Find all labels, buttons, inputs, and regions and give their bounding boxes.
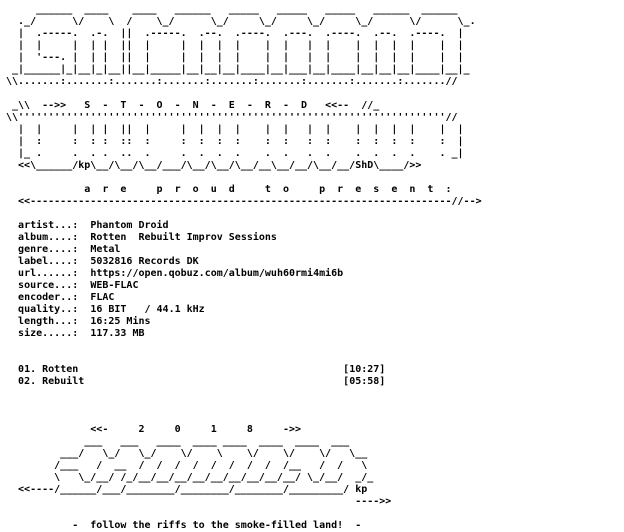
info-key: source...: — [18, 280, 79, 291]
track-duration: [10:27] — [343, 364, 386, 375]
info-row-label: label....: 5032816 Records DK — [6, 256, 482, 268]
info-key: album....: — [18, 232, 79, 243]
track-row: 01. Rotten [10:27] — [6, 364, 482, 376]
info-row-album: album....: Rotten Rebuilt Improv Session… — [6, 232, 482, 244]
info-row-source: source...: WEB-FLAC — [6, 280, 482, 292]
blank-line — [6, 172, 482, 184]
header-art-line: <<\______/kp\__/\__/\__/___/\__/\__/\__/… — [6, 160, 422, 171]
header-art-line: | .-----. .-. || .-----. .--. .----. .--… — [6, 28, 464, 39]
blank-line — [6, 508, 482, 520]
footer-art-line: <<----/______/___/________/________/____… — [6, 484, 368, 495]
info-value: Metal — [90, 244, 121, 255]
info-row-artist: artist...: Phantom Droid — [6, 220, 482, 232]
info-key: label....: — [18, 256, 79, 267]
header-art-line: ._/ \/ \ / \_/ \_/ \_/ \_/ \_/ \/ \_. — [6, 16, 476, 27]
tagline: - follow the riffs to the smoke-filled l… — [6, 520, 362, 531]
info-value: 16 BIT / 44.1 kHz — [90, 304, 205, 315]
nfo-text: ______ ____ ____ ______ _____ _____ ____… — [6, 4, 482, 532]
info-value: Phantom Droid — [90, 220, 169, 231]
track-row: 02. Rebuilt [05:58] — [6, 376, 482, 388]
header-art-line: | '---. | | | || | | | | | | | | | | | |… — [6, 52, 464, 63]
header-art-line — [6, 88, 482, 100]
blank-line — [6, 412, 482, 424]
footer-art-line: /___ / __ / / / / / / / / /__ / / \ — [6, 460, 368, 471]
info-row-url: url......: https://open.qobuz.com/album/… — [6, 268, 482, 280]
info-row-length: length...: 16:25 Mins — [6, 316, 482, 328]
info-key: quality..: — [18, 304, 79, 315]
info-key: encoder..: — [18, 292, 79, 303]
blank-line — [6, 352, 482, 364]
info-value: FLAC — [90, 292, 115, 303]
footer-art-line: ___/ \_/ \_/ \/ \ \/ \/ \/ \__ — [6, 448, 368, 459]
blank-line — [6, 340, 482, 352]
footer-art-line: ---->> — [6, 496, 392, 507]
info-row-size: size.....: 117.33 MB — [6, 328, 482, 340]
footer-art-line: \ \_/__/ /_/__/__/__/__/__/__/__/__/__/ … — [6, 472, 374, 483]
info-value: 16:25 Mins — [90, 316, 151, 327]
header-art-line: \\''''''''''''''''''''''''''''''''''''''… — [6, 112, 458, 123]
header-art-line: \\.......:.......:.......:.......:......… — [6, 76, 458, 87]
header-art-line: | | | | | || | | | | | | | | | | | | | |… — [6, 124, 464, 135]
info-row-quality: quality..: 16 BIT / 44.1 kHz — [6, 304, 482, 316]
track-title: 02. Rebuilt — [18, 376, 85, 387]
blank-line — [6, 400, 482, 412]
info-row-encoder: encoder..: FLAC — [6, 292, 482, 304]
info-key: artist...: — [18, 220, 79, 231]
header-art-line: | | | | | || | | | | | | | | | | | | | |… — [6, 40, 464, 51]
footer-art-line: ___ ___ ____ ____ ____ ____ ____ ___ — [6, 436, 350, 447]
present-line: a r e p r o u d t o p r e s e n t : — [6, 184, 452, 195]
info-value: 5032816 Records DK — [90, 256, 199, 267]
blank-line — [6, 388, 482, 400]
info-key: size.....: — [18, 328, 79, 339]
present-rule: <<--------------------------------------… — [6, 196, 482, 207]
info-value: Rotten Rebuilt Improv Sessions — [90, 232, 277, 243]
info-key: length...: — [18, 316, 79, 327]
group-name-banner: _\\ -->> S - T - O - N - E - R - D <<-- … — [6, 100, 380, 111]
header-art-line: ______ ____ ____ ______ _____ _____ ____… — [6, 4, 458, 15]
info-value: 117.33 MB — [90, 328, 145, 339]
header-art-line: |_ . . . . .. . . . . . . . . . . . . . … — [6, 148, 464, 159]
track-title: 01. Rotten — [18, 364, 79, 375]
info-value: WEB-FLAC — [90, 280, 139, 291]
info-value: https://open.qobuz.com/album/wuh60rmi4mi… — [90, 268, 344, 279]
info-key: genre....: — [18, 244, 79, 255]
year-line: <<- 2 0 1 8 ->> — [6, 424, 302, 435]
blank-line — [6, 208, 482, 220]
track-duration: [05:58] — [343, 376, 386, 387]
header-art-line: _|______|_|__|_|__||__|_____|__|__|__|__… — [6, 64, 470, 75]
info-key: url......: — [18, 268, 79, 279]
info-row-genre: genre....: Metal — [6, 244, 482, 256]
header-art-line: | : : : : :: : : : : : : : : : : : : : :… — [6, 136, 464, 147]
